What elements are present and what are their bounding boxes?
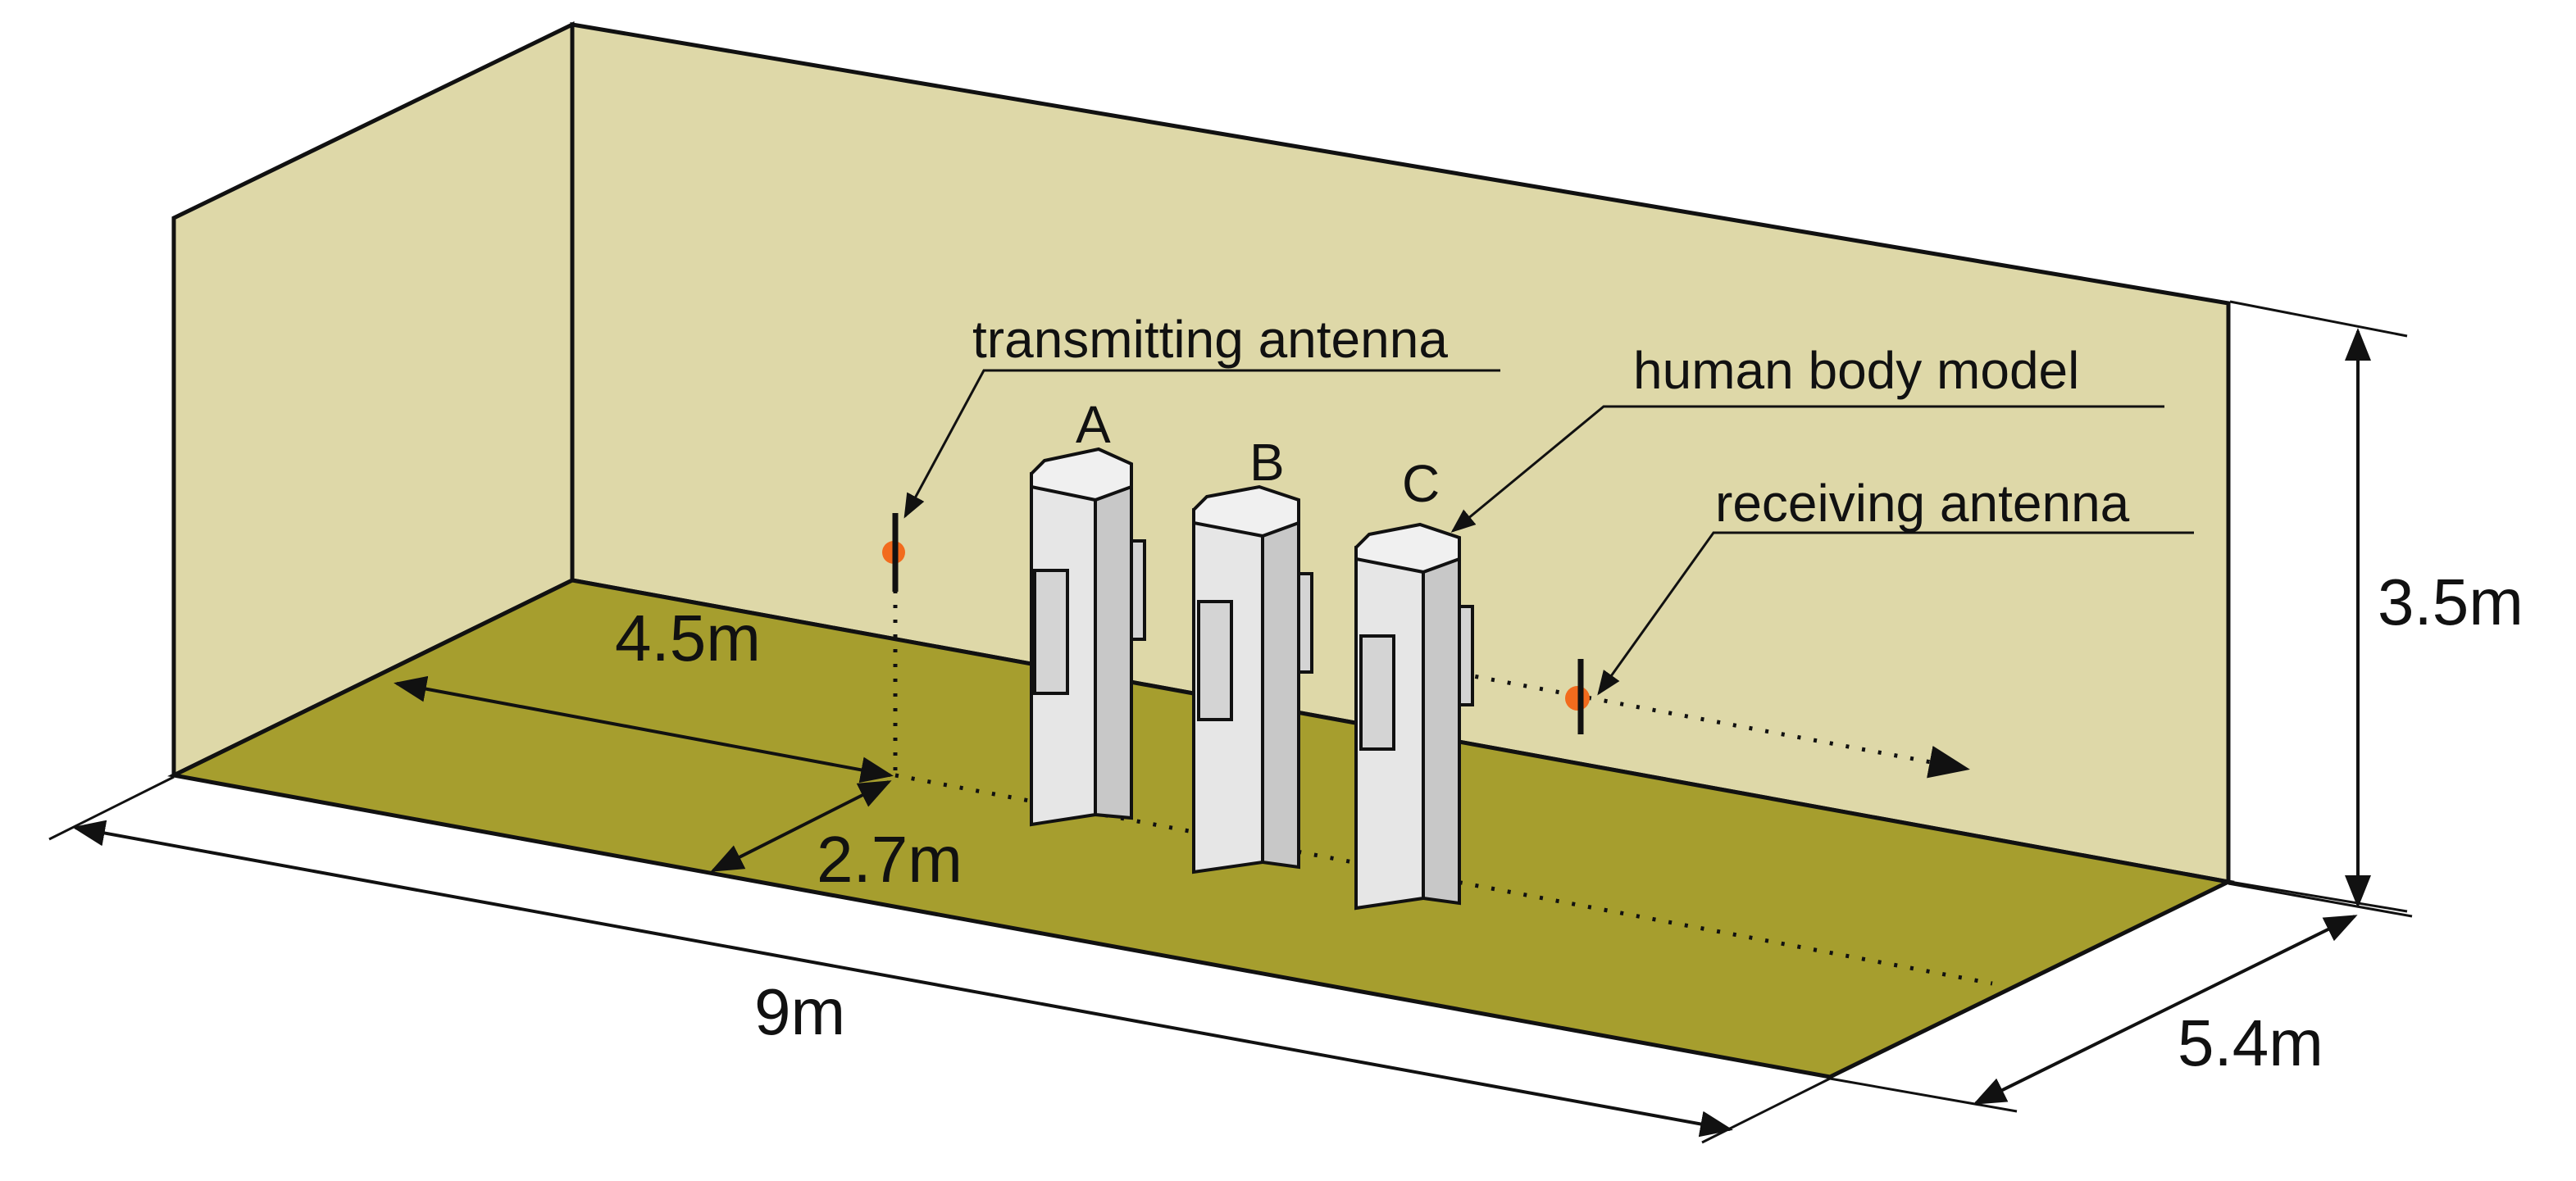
human-body-leader-line: [1450, 405, 2164, 533]
dim-tx-width-label: 2.7m: [817, 823, 963, 896]
transmitting-antenna[interactable]: [882, 513, 905, 592]
dim-5-4m-arrow: [1973, 915, 2358, 1105]
dim-length-label: 9m: [754, 975, 845, 1048]
model-c-label: C: [1402, 454, 1440, 513]
dim-5-4m-ext-left: [1829, 1077, 2018, 1113]
dim-width-label: 5.4m: [2178, 1006, 2323, 1079]
human-body-model-c: [1354, 522, 1474, 911]
transmitting-antenna-label: transmitting antenna: [972, 310, 1448, 369]
dim-9m-ext-right: [1701, 1077, 1831, 1144]
human-body-model-label: human body model: [1633, 341, 2079, 400]
rx-antenna-dot: [1565, 686, 1590, 711]
dim-4-5m-arrow: [394, 675, 894, 784]
rx-dotted-line[interactable]: [1442, 668, 1970, 779]
dim-9m-arrow: [72, 820, 1733, 1138]
receiving-antenna[interactable]: [1565, 659, 1590, 734]
receiving-antenna-label: receiving antenna: [1715, 474, 2130, 533]
human-body-model-b: [1192, 484, 1313, 874]
tx-leader-line: [903, 369, 1500, 519]
model-a-label: A: [1076, 395, 1111, 454]
dim-tx-length-label: 4.5m: [615, 602, 761, 675]
model-b-label: B: [1249, 433, 1285, 492]
human-body-model-a: [1030, 447, 1146, 827]
dim-height-label: 3.5m: [2378, 566, 2524, 638]
rx-leader-line: [1597, 531, 2194, 696]
dim-3-5m-ext-top: [2229, 300, 2408, 338]
dim-3-5m-ext-bottom: [2229, 880, 2408, 913]
dim-5-4m-ext-right: [2228, 882, 2413, 918]
dim-9m-ext-left: [48, 775, 175, 841]
